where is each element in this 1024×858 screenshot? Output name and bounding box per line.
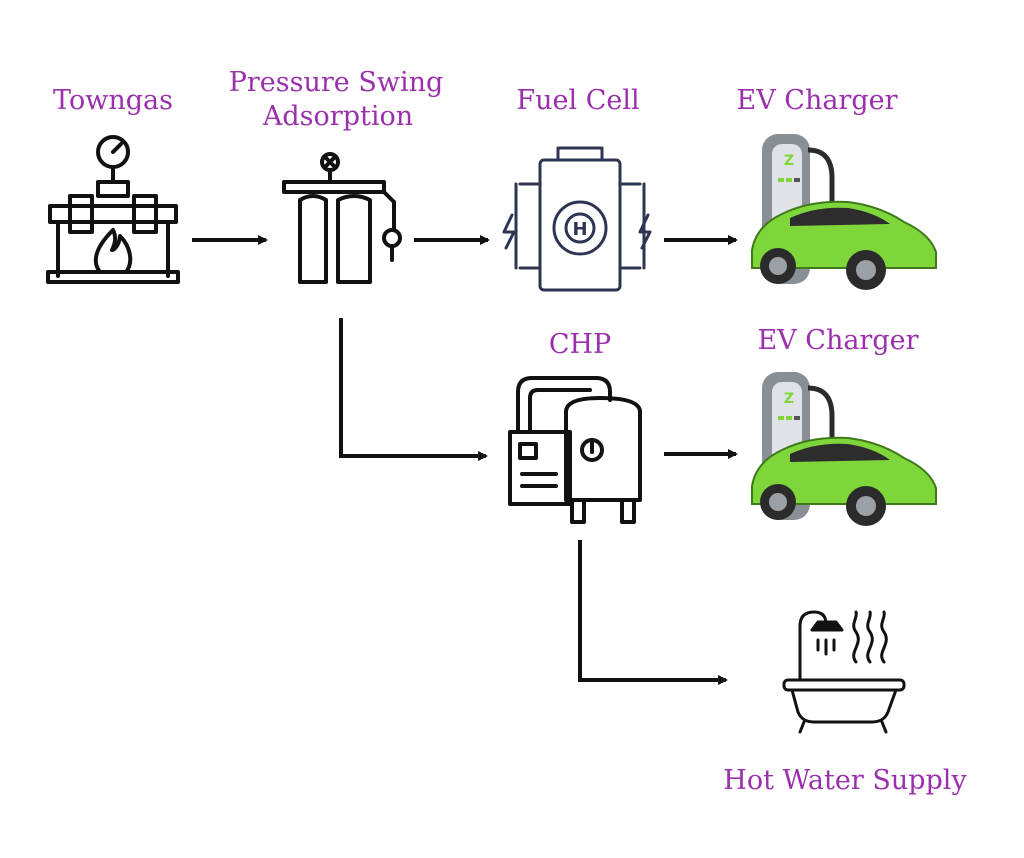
svg-text:Z: Z <box>784 391 794 407</box>
bathtub-shower-icon <box>782 610 906 734</box>
connectors <box>192 235 738 685</box>
psa-label-line1: Pressure Swing <box>228 67 444 98</box>
ev-charger-mid-label: EV Charger <box>757 325 919 356</box>
edge-psa-chp <box>339 318 488 461</box>
svg-text:Z: Z <box>784 153 794 169</box>
psa-label-line2: Adsorption <box>262 101 414 132</box>
ev-charging-car-icon: Z <box>751 372 937 526</box>
chp-generator-icon <box>508 376 642 524</box>
gas-pipeline-flame-icon <box>46 135 180 284</box>
hot-water-label: Hot Water Supply <box>723 765 967 796</box>
hydrogen-fuel-cell-icon: H <box>502 146 652 292</box>
ev-charging-car-icon: Z <box>751 134 937 290</box>
gas-cylinders-icon <box>282 152 402 284</box>
ev-charger-top-label: EV Charger <box>736 85 898 116</box>
svg-text:H: H <box>572 219 587 240</box>
fuel-cell-label: Fuel Cell <box>516 85 640 116</box>
chp-label: CHP <box>548 329 612 360</box>
towngas-label: Towngas <box>53 85 173 116</box>
edge-chp-hot-water <box>578 540 728 685</box>
